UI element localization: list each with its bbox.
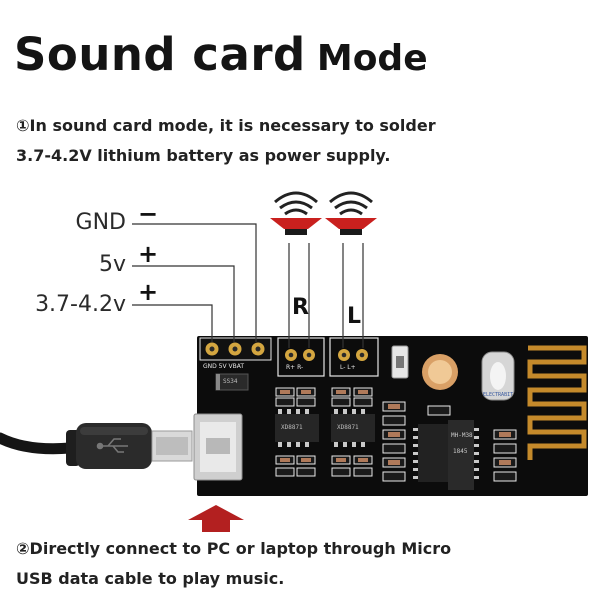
usb-cable — [0, 423, 193, 469]
page-title: Sound card Mode — [14, 28, 428, 81]
header-silkscreen: GND 5V VBAT — [203, 363, 245, 370]
amp-chip-marking-left: XD8871 — [337, 424, 359, 431]
step-1-instruction: ①In sound card mode, it is necessary to … — [16, 111, 436, 171]
connection-lines — [132, 223, 364, 348]
pin-sign-5v: + — [138, 240, 159, 268]
inductor — [422, 354, 458, 390]
pin-label-gnd: GND — [75, 210, 126, 235]
bt-chip-marking: MH-M38 — [451, 432, 473, 439]
left-pad-silkscreen: L- L+ — [340, 364, 356, 371]
usb-icon — [96, 438, 128, 453]
diode-marking: SS34 — [223, 378, 238, 385]
step-1-line-1: ①In sound card mode, it is necessary to … — [16, 116, 436, 135]
pin-label-battery: 3.7-4.2v — [35, 292, 126, 317]
step-1-line-2: 3.7-4.2V lithium battery as power supply… — [16, 146, 391, 165]
step-2-instruction: ②Directly connect to PC or laptop throug… — [16, 534, 451, 594]
pin-label-5v: 5v — [98, 252, 126, 277]
pin-sign-gnd: − — [138, 200, 159, 228]
title-suffix: Mode — [316, 38, 428, 79]
power-header — [199, 337, 272, 361]
channel-label-left: L — [347, 304, 362, 329]
pin-sign-battery: + — [138, 278, 159, 306]
crystal-marking: ELECTRABIT — [483, 392, 514, 398]
crystal-oscillator — [481, 351, 515, 401]
bt-chip-code: 1845 — [453, 448, 468, 455]
left-speaker-pads — [329, 337, 379, 377]
micro-usb-port — [193, 413, 243, 481]
right-pad-silkscreen: R+ R- — [286, 364, 304, 371]
right-speaker-icon — [270, 191, 322, 235]
step-2-line-1: ②Directly connect to PC or laptop throug… — [16, 539, 452, 558]
arrow-up-icon — [188, 505, 244, 532]
amplifier-chips — [275, 409, 375, 447]
bluetooth-chip — [413, 420, 479, 490]
left-speaker-icon — [325, 191, 377, 235]
amp-chip-marking-right: XD8871 — [281, 424, 303, 431]
title-main: Sound card — [14, 28, 306, 81]
right-speaker-pads — [277, 337, 325, 377]
channel-label-right: R — [292, 295, 309, 320]
pcb-board — [193, 336, 588, 496]
antenna-trace — [527, 345, 587, 460]
step-2-line-2: USB data cable to play music. — [16, 569, 285, 588]
